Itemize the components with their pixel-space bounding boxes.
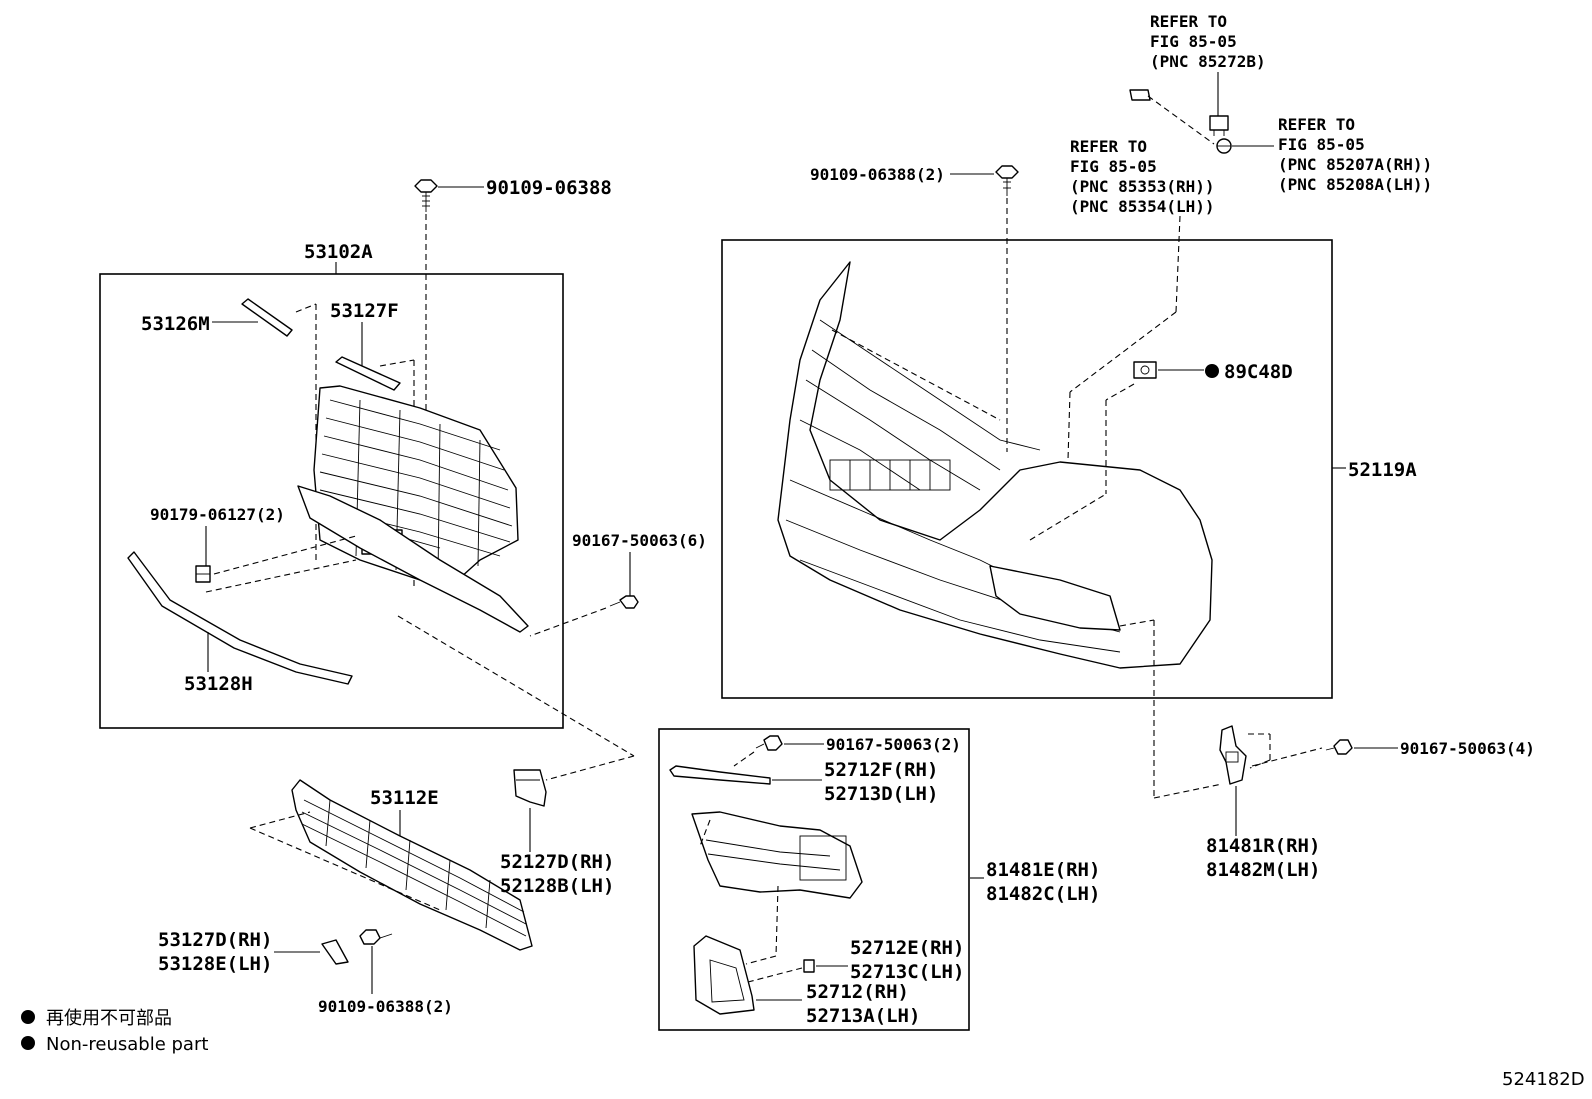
bumper-cover-icon <box>777 261 1213 669</box>
box-fog-lamp-cover <box>658 728 970 1031</box>
label-52712e: 52712E(RH) <box>850 937 964 959</box>
label-53127d: 53127D(RH) <box>158 929 272 951</box>
label-81482c: 81482C(LH) <box>986 883 1100 905</box>
label-53128e: 53128E(LH) <box>158 953 272 975</box>
label-90167-50063-4: 90167-50063(4) <box>1400 739 1535 758</box>
label-81481e: 81481E(RH) <box>986 859 1100 881</box>
ref-85353-line2: FIG 85-05 <box>1070 157 1157 176</box>
sensor-clip-icon <box>1133 361 1157 379</box>
box-upper-grille <box>99 273 564 729</box>
bracket-icon <box>1219 725 1247 785</box>
nut-icon <box>1129 89 1151 101</box>
label-52713a: 52713A(LH) <box>806 1005 920 1027</box>
legend-japanese: 再使用不可部品 <box>46 1008 172 1029</box>
label-52128b: 52128B(LH) <box>500 875 614 897</box>
bracket-icon <box>1209 115 1229 136</box>
ref-85207a-line3: (PNC 85207A(RH)) <box>1278 155 1432 174</box>
label-90167-50063-6: 90167-50063(6) <box>572 531 707 550</box>
grommet-icon <box>1216 138 1232 154</box>
label-81481r: 81481R(RH) <box>1206 835 1320 857</box>
ref-85272b-line3: (PNC 85272B) <box>1150 52 1266 71</box>
label-53128h: 53128H <box>184 673 253 695</box>
ref-85272b-line2: FIG 85-05 <box>1150 32 1237 51</box>
lower-grille-icon <box>291 779 533 951</box>
screw-icon <box>755 735 783 751</box>
screw-icon <box>609 595 639 609</box>
legend-english: Non-reusable part <box>46 1034 208 1055</box>
label-90109-06388-2-top: 90109-06388(2) <box>810 165 945 184</box>
screw-icon <box>359 929 393 945</box>
label-52713d: 52713D(LH) <box>824 783 938 805</box>
ref-85207a-line1: REFER TO <box>1278 115 1355 134</box>
clip-icon <box>195 565 211 583</box>
label-53112e: 53112E <box>370 787 439 809</box>
radiator-grille-icon <box>297 385 529 633</box>
label-52713c: 52713C(LH) <box>850 961 964 983</box>
legend-marker <box>21 1036 35 1050</box>
ref-85207a-line4: (PNC 85208A(LH)) <box>1278 175 1432 194</box>
box-bumper-cover <box>721 239 1333 699</box>
ref-85272b-line1: REFER TO <box>1150 12 1227 31</box>
lower-moulding-icon <box>127 551 353 685</box>
label-90167-50063-2: 90167-50063(2) <box>826 735 961 754</box>
non-reusable-marker <box>1205 364 1219 378</box>
screw-icon <box>1325 739 1353 755</box>
moulding-strip-icon <box>335 356 401 391</box>
legend-marker <box>21 1010 35 1024</box>
ref-85207a-line2: FIG 85-05 <box>1278 135 1365 154</box>
ref-85353-line1: REFER TO <box>1070 137 1147 156</box>
fog-moulding-icon <box>669 765 771 785</box>
bolt-icon <box>414 179 438 212</box>
label-52119a: 52119A <box>1348 459 1417 481</box>
label-89c48d: 89C48D <box>1224 361 1293 383</box>
label-53126m: 53126M <box>141 313 210 335</box>
emblem-piece-icon <box>321 939 349 965</box>
fog-bezel-icon <box>693 935 755 1015</box>
label-52712f: 52712F(RH) <box>824 759 938 781</box>
label-90109-06388-2-bottom: 90109-06388(2) <box>318 997 453 1016</box>
bracket-icon <box>513 769 547 807</box>
label-53127f: 53127F <box>330 300 399 322</box>
label-90109-06388: 90109-06388 <box>486 177 612 199</box>
label-81482m: 81482M(LH) <box>1206 859 1320 881</box>
ref-85353-line4: (PNC 85354(LH)) <box>1070 197 1215 216</box>
label-53102a: 53102A <box>304 241 373 263</box>
label-52712: 52712(RH) <box>806 981 909 1003</box>
label-52127d: 52127D(RH) <box>500 851 614 873</box>
fog-lamp-cover-icon <box>691 811 863 899</box>
moulding-strip-icon <box>241 298 293 337</box>
bolt-icon <box>995 165 1019 196</box>
clip-icon <box>803 959 815 973</box>
label-90179-06127: 90179-06127(2) <box>150 505 285 524</box>
figure-id: 524182D <box>1502 1069 1585 1090</box>
ref-85353-line3: (PNC 85353(RH)) <box>1070 177 1215 196</box>
